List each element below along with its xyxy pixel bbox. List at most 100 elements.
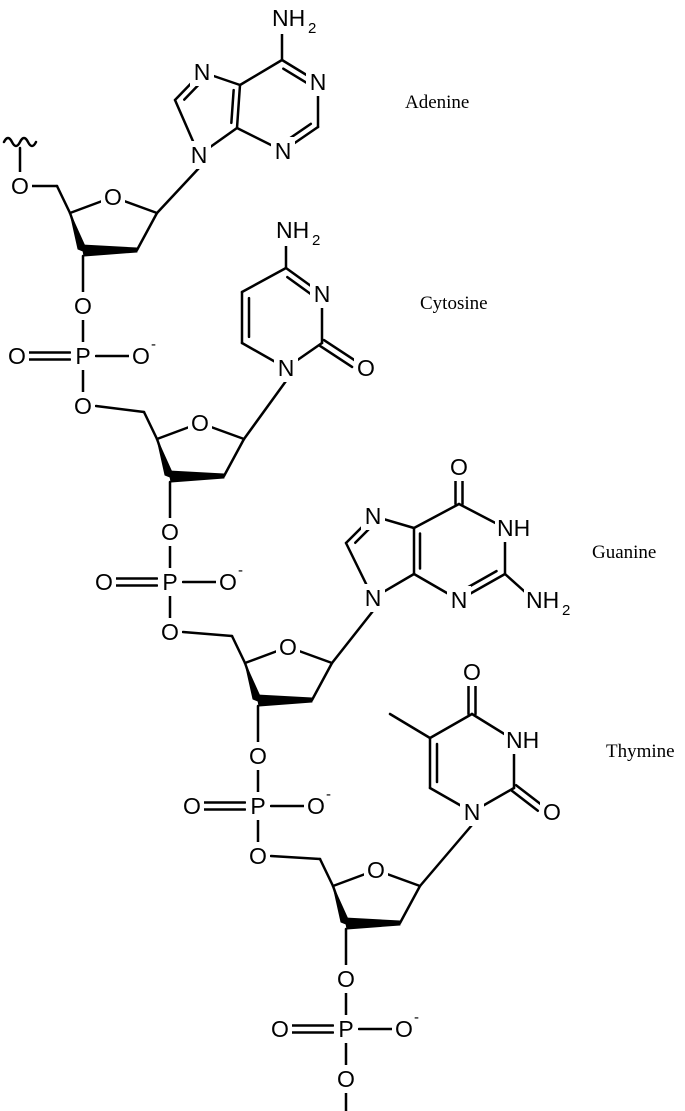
label-mask xyxy=(276,633,300,661)
bond-lines xyxy=(2,16,544,1111)
cytosine-o2: O xyxy=(357,355,375,381)
adenine-n7: N xyxy=(194,59,211,85)
label-mask xyxy=(101,183,125,211)
label-mask xyxy=(460,798,484,826)
label-mask xyxy=(180,792,204,820)
c5-bond xyxy=(142,410,159,441)
ring-bond xyxy=(222,437,246,478)
label-mask xyxy=(364,856,388,884)
c5-bond xyxy=(318,857,335,888)
label-mask xyxy=(354,354,378,382)
thymine-label: Thymine xyxy=(606,741,675,762)
label-mask xyxy=(5,342,29,370)
start-wavy-bond xyxy=(2,136,38,148)
label-mask xyxy=(524,586,574,616)
c5-bond xyxy=(55,184,72,215)
phosphate-1-o5: O xyxy=(74,393,92,419)
label-mask xyxy=(8,172,32,200)
phosphate-4-o-minus-charge: - xyxy=(414,1009,419,1026)
phosphate-1-double-o: O xyxy=(8,343,26,369)
phosphate-2-double-o: O xyxy=(95,569,113,595)
guanine-n9: N xyxy=(365,585,382,611)
ring-bond xyxy=(428,712,474,740)
label-mask xyxy=(504,726,540,754)
o5-c5-bond xyxy=(94,404,146,414)
label-mask xyxy=(71,342,95,370)
sugar-3-ring-oxygen: O xyxy=(279,634,297,660)
phosphate-3-p: P xyxy=(250,793,265,819)
label-mask xyxy=(187,141,211,169)
label-mask xyxy=(361,584,385,612)
phosphate-3-o-minus-charge: - xyxy=(326,786,331,803)
adenine-nh2-subscript: 2 xyxy=(308,20,316,37)
adenine-n1: N xyxy=(310,69,327,95)
label-mask xyxy=(447,586,471,614)
label-mask xyxy=(334,965,358,993)
label-mask xyxy=(92,568,116,596)
adenine-label: Adenine xyxy=(405,92,469,113)
label-mask xyxy=(310,280,334,308)
phosphate-4-double-o: O xyxy=(271,1016,289,1042)
cytosine-label: Cytosine xyxy=(420,293,488,314)
sugar-4-ring-oxygen: O xyxy=(367,857,385,883)
cytosine-n3: N xyxy=(314,281,331,307)
label-mask xyxy=(274,354,298,382)
label-mask xyxy=(190,58,214,86)
ring-bond xyxy=(235,83,242,130)
start-o5: O xyxy=(11,173,29,199)
bold-bond xyxy=(81,244,138,257)
phosphate-4-o-minus: O xyxy=(395,1016,413,1042)
double-bond-inner xyxy=(230,88,235,125)
carbonyl-bond xyxy=(510,789,540,813)
ring-bond xyxy=(412,502,461,530)
phosphate-3-o-minus: O xyxy=(307,793,325,819)
guanine-o6: O xyxy=(450,454,468,480)
label-mask xyxy=(274,216,324,246)
label-mask xyxy=(540,798,564,826)
label-mask xyxy=(304,792,328,820)
glycosidic-bond xyxy=(330,609,375,665)
label-mask xyxy=(271,137,295,165)
phosphate-2-o-minus: O xyxy=(219,569,237,595)
label-mask xyxy=(71,292,95,320)
bold-bond xyxy=(344,917,401,930)
ring-bond xyxy=(240,266,288,294)
label-mask xyxy=(460,658,484,686)
thymine-nh: NH xyxy=(506,727,539,753)
cytosine-n1: N xyxy=(278,355,295,381)
ring-bond xyxy=(398,884,422,925)
label-mask xyxy=(246,842,270,870)
guanine-n7: N xyxy=(365,503,382,529)
phosphate-1-o-minus: O xyxy=(132,343,150,369)
label-mask xyxy=(334,1015,358,1043)
sugar-2-ring-oxygen: O xyxy=(191,410,209,436)
glycosidic-bond xyxy=(242,379,288,441)
o5-c5-bond xyxy=(181,630,234,638)
label-mask xyxy=(246,792,270,820)
thymine-n1: N xyxy=(464,799,481,825)
label-mask xyxy=(246,742,270,770)
label-mask xyxy=(71,392,95,420)
carbonyl-bond xyxy=(318,344,354,369)
glycosidic-bond xyxy=(418,823,474,888)
adenine-n3: N xyxy=(275,138,292,164)
phosphate-3-o3: O xyxy=(249,743,267,769)
cytosine-nh2: NH xyxy=(276,217,309,243)
phosphate-4-p: P xyxy=(338,1016,353,1042)
carbonyl-bond xyxy=(514,783,544,807)
phosphate-2-o3: O xyxy=(161,519,179,545)
guanine-nh: NH xyxy=(497,515,530,541)
ring-bond xyxy=(238,58,284,87)
phosphate-3-double-o: O xyxy=(183,793,201,819)
phosphate-4-o3: O xyxy=(337,966,355,992)
phosphate-2-o-minus-charge: - xyxy=(238,562,243,579)
label-mask xyxy=(392,1015,416,1043)
label-mask xyxy=(158,618,182,646)
guanine-nh2-subscript: 2 xyxy=(562,602,570,619)
label-mask xyxy=(361,502,385,530)
c5-bond xyxy=(230,634,247,665)
glycosidic-bond xyxy=(155,166,201,215)
thymine-o4: O xyxy=(463,659,481,685)
